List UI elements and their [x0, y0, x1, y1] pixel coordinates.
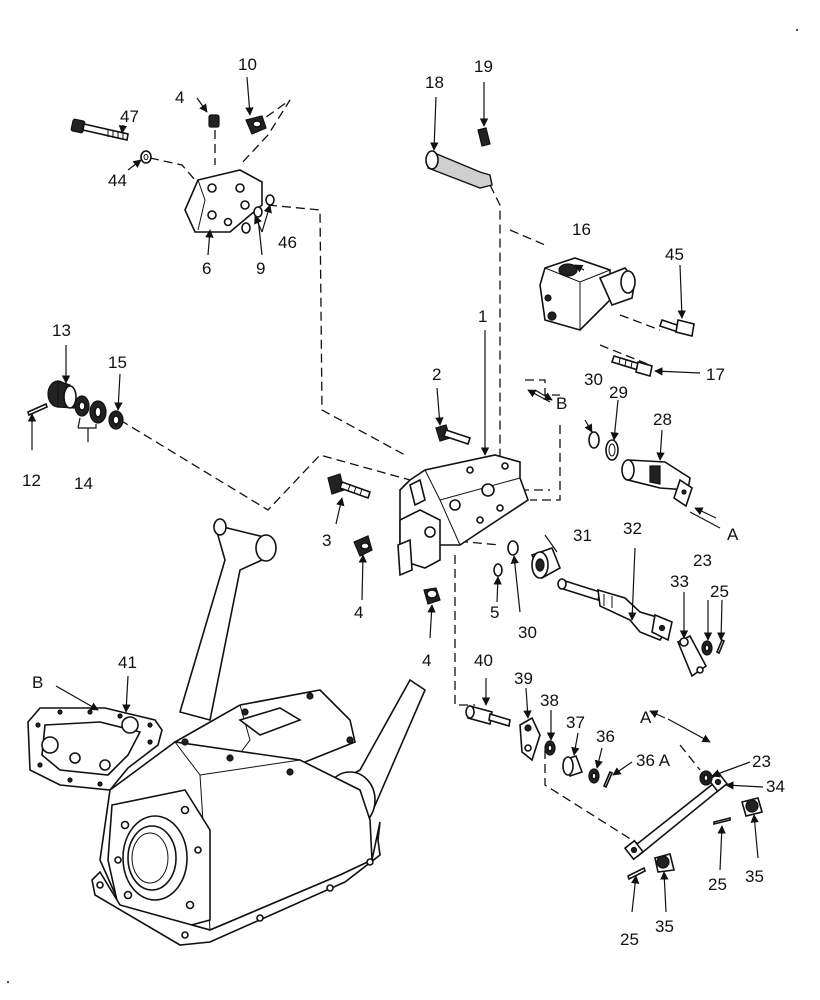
bolt-part-45	[658, 318, 695, 337]
lever-part-33	[676, 634, 708, 678]
control-housing-part-1	[397, 454, 529, 577]
label-18: 18	[425, 73, 444, 92]
shaft-part-28	[621, 459, 693, 508]
plug-part-4-middle	[353, 535, 373, 557]
roller-part-37	[562, 754, 584, 778]
label-10: 10	[238, 55, 257, 74]
leader-lines	[27, 76, 764, 913]
label-23-upper: 23	[693, 551, 712, 570]
label-14: 14	[74, 474, 93, 493]
label-41: 41	[118, 653, 137, 672]
bushing-part-31	[530, 546, 562, 580]
label-19: 19	[474, 57, 493, 76]
label-29: 29	[609, 383, 628, 402]
label-4-bottom: 4	[422, 651, 431, 670]
label-36A: 36 A	[636, 751, 671, 770]
washer-part-36	[588, 768, 600, 784]
washer-part-15	[108, 410, 124, 430]
washer-part-23-lower	[699, 770, 713, 786]
label-4-middle: 4	[354, 603, 363, 622]
part-labels: 10 4 47 44 6 9 46 18 19 16 45 17 1 2 B 3…	[22, 55, 785, 949]
label-17: 17	[706, 365, 725, 384]
bolt-part-2	[435, 424, 472, 446]
label-33: 33	[670, 572, 689, 591]
bolt-part-17	[610, 355, 653, 378]
bolt-part-47	[70, 118, 129, 141]
cotter-pin-part-25-upper	[715, 638, 726, 655]
o-ring-part-5	[493, 563, 503, 577]
washer-part-23-upper	[701, 640, 713, 656]
label-12: 12	[22, 471, 41, 490]
snap-ring-part-29	[605, 439, 619, 461]
label-36: 36	[596, 727, 615, 746]
plug-part-4-top	[208, 114, 220, 128]
label-A-lower: A	[640, 708, 652, 727]
label-5: 5	[490, 603, 499, 622]
label-28: 28	[653, 410, 672, 429]
label-9: 9	[256, 259, 265, 278]
washer-part-44	[140, 150, 152, 164]
label-35-right: 35	[745, 867, 764, 886]
cotter-pin-part-36a	[602, 770, 614, 789]
label-47: 47	[120, 107, 139, 126]
label-35-left: 35	[655, 917, 674, 936]
label-30-lower: 30	[518, 623, 537, 642]
label-25-lower: 25	[620, 930, 639, 949]
o-ring-part-30-lower	[507, 540, 519, 556]
washers-part-14	[74, 395, 107, 424]
label-1: 1	[478, 307, 487, 326]
label-B-lower: B	[32, 673, 43, 692]
assembly-dashed-lines	[119, 99, 701, 846]
label-25-middle: 25	[708, 875, 727, 894]
label-B-upper: B	[556, 394, 567, 413]
label-32: 32	[623, 519, 642, 538]
plug-part-4-bottom	[423, 587, 441, 605]
washer-part-38	[544, 740, 556, 756]
label-A-upper: A	[727, 525, 739, 544]
label-31: 31	[573, 526, 592, 545]
pin-part-40	[465, 704, 511, 728]
gasket-part-41	[27, 707, 163, 791]
label-16: 16	[572, 220, 591, 239]
lever-part-39	[519, 716, 541, 762]
label-2: 2	[432, 365, 441, 384]
pin-part-35-left	[654, 853, 675, 873]
lever-handle-part-18	[425, 150, 493, 189]
label-6: 6	[202, 259, 211, 278]
label-4-top: 4	[175, 88, 184, 107]
label-3: 3	[322, 531, 331, 550]
speck-bottom-left	[7, 981, 9, 983]
valve-body-part-16	[539, 257, 636, 331]
pin-part-35-right	[741, 797, 763, 817]
label-34: 34	[766, 777, 785, 796]
pin-part-12	[27, 402, 48, 417]
label-30-upper: 30	[584, 370, 603, 389]
cotter-pin-part-25-middle	[713, 816, 731, 826]
label-44: 44	[108, 171, 127, 190]
label-37: 37	[566, 713, 585, 732]
cover-plate-part-6	[184, 169, 263, 233]
label-46: 46	[278, 233, 297, 252]
label-15: 15	[108, 353, 127, 372]
plug-part-10	[245, 115, 267, 135]
label-40: 40	[474, 651, 493, 670]
label-39: 39	[514, 669, 533, 688]
label-38: 38	[540, 691, 559, 710]
pin-part-19	[477, 127, 491, 147]
cotter-pin-part-25-lower	[627, 866, 646, 881]
bolt-part-3	[327, 473, 372, 500]
o-ring-part-30-upper	[588, 431, 600, 449]
label-25-upper: 25	[710, 582, 729, 601]
link-rod-part-34	[623, 771, 729, 861]
label-45: 45	[665, 245, 684, 264]
roller-part-13	[47, 380, 77, 409]
label-23-lower: 23	[752, 752, 771, 771]
shaft-part-32	[557, 578, 673, 642]
lift-housing-assembly	[91, 518, 426, 946]
speck-top-right	[796, 29, 798, 31]
label-13: 13	[52, 321, 71, 340]
